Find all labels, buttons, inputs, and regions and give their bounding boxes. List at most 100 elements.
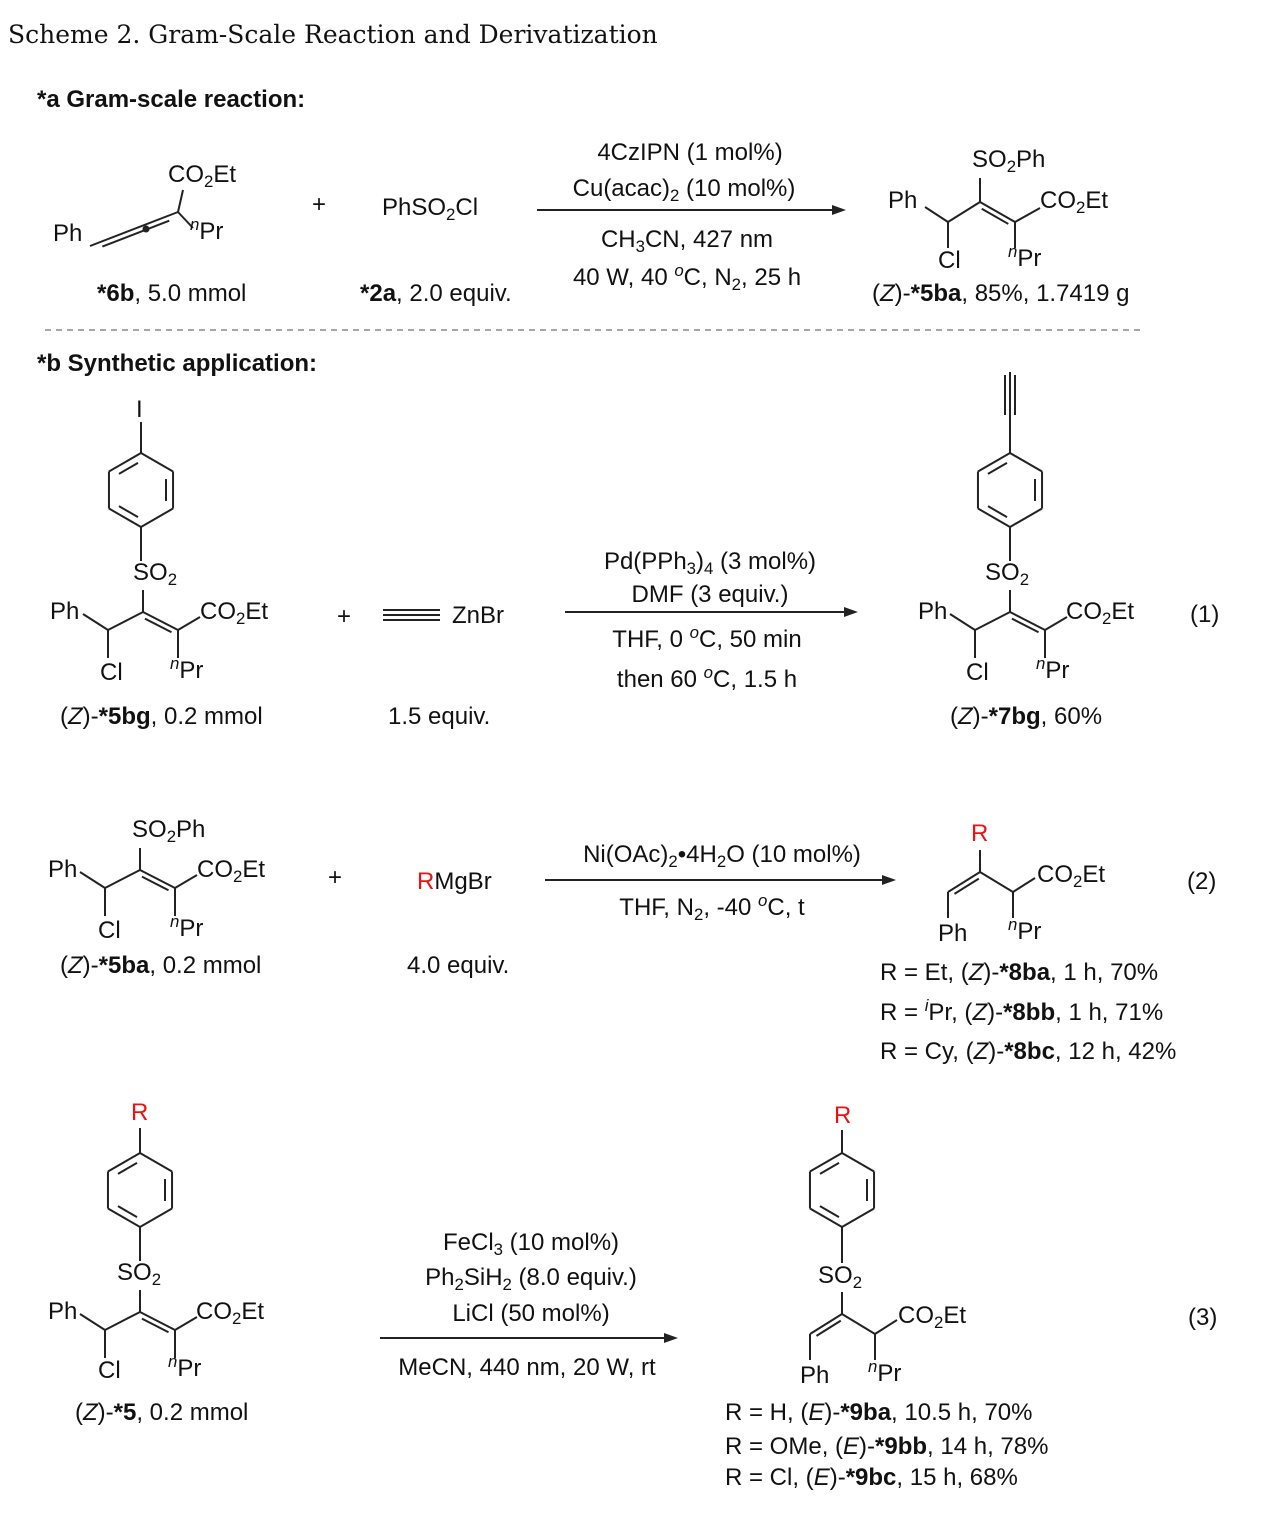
compound-number: *a Gram-scale reaction: [37,86,306,113]
bond [841,1313,876,1335]
compound-number: *5 [113,1399,137,1426]
group-ph: Ph [53,220,83,247]
bond [79,1313,106,1331]
condition: Cu(acac)2 (10 mol%) [572,175,796,206]
reagent-grignard: RMgBr [417,868,492,895]
allene-center-dot [142,225,150,233]
benzene-ring-bond [117,1162,138,1175]
group-ph: Ph [800,1362,830,1389]
allene-bond [89,211,179,247]
benzene-ring-bond [118,462,139,475]
reagent-alkynylzinc: ZnBr [452,602,505,629]
benzene-ring-bond [107,1152,141,1173]
group-co2et: CO2Et [200,598,269,629]
arrow-head [882,875,896,885]
group-npr: nPr [868,1356,902,1387]
compound-number: *9bb [875,1433,928,1460]
reactant-label-6b: *6b, 5.0 mmol [97,280,247,307]
equation-number: (2) [1187,868,1217,895]
bond [953,877,980,895]
bond [174,1316,198,1331]
result-line: R = Cy, (Z)-*8bc, 12 h, 42% [880,1038,1177,1065]
group-cl: Cl [98,1357,121,1384]
benzene-ring-bond [977,452,1011,473]
bond [177,189,184,213]
bond [82,613,109,631]
benzene-ring-bond [140,452,174,473]
condition: then 60 oC, 1.5 h [616,662,798,693]
bond [924,206,949,223]
group-npr: nPr [1036,653,1070,684]
bond [174,874,198,889]
bond [104,869,141,889]
benzene-ring-bond [108,452,142,473]
group-so2ph: SO2Ph [972,146,1046,177]
benzene-ring-bond [139,1207,173,1228]
bond [974,611,1011,631]
group-r: R [971,820,989,847]
condition: Pd(PPh3)4 (3 mol%) [603,548,817,579]
benzene-ring-bond [139,1152,173,1173]
group-co2et: CO2Et [196,1298,265,1329]
group-npr: nPr [168,1351,202,1382]
group-co2et: CO2Et [1066,598,1135,629]
benzene-ring-bond [841,1152,875,1173]
bond [1044,616,1068,631]
group-r: R [834,1102,852,1129]
compound-number: *9bc [845,1464,897,1491]
compound-number: *8bc [1004,1038,1055,1065]
bond [1014,207,1041,223]
benzene-ring-bond [809,1207,843,1228]
condition: FeCl3 (10 mol%) [442,1229,620,1260]
bond [139,869,176,889]
bond [979,871,1014,893]
group-npr: nPr [170,653,204,684]
bond [1009,611,1046,631]
bond [144,617,172,634]
compound-number: *b Synthetic application: [37,350,318,377]
section-a-heading: *a Gram-scale reaction: [37,88,305,112]
benzene-ring-bond [819,1162,840,1175]
group-npr: nPr [170,911,204,942]
group-so2: SO2 [133,559,178,590]
bond [141,1317,169,1334]
group-co2et: CO2Et [898,1302,967,1333]
compound-number: *2a [360,280,397,307]
group-so2: SO2 [117,1259,162,1290]
plus-sign: + [312,191,327,218]
bond [139,1311,176,1331]
compound-number: *8bb [1003,999,1056,1026]
group-npr: nPr [190,214,224,245]
result-line: R = Et, (Z)-*8ba, 1 h, 70% [880,959,1159,986]
bond [1012,877,1036,893]
plus-sign: + [337,603,352,630]
group-so2ph: SO2Ph [132,816,206,847]
plus-sign: + [328,864,343,891]
bond [815,1319,842,1337]
group-ph: Ph [918,598,948,625]
bond [177,616,201,631]
compound-number: *5bg [98,703,151,730]
compound-number: *9ba [840,1399,892,1426]
benzene-ring-bond [140,507,174,528]
compound-number: *8ba [999,959,1051,986]
bond [947,201,981,223]
benzene-ring-bond [841,1207,875,1228]
reagent-phso2cl: PhSO2Cl [382,194,479,225]
result-line: R = iPr, (Z)-*8bb, 1 h, 71% [880,995,1164,1026]
bond [947,871,981,893]
condition: Ph2SiH2 (8.0 equiv.) [425,1264,637,1295]
reagent-equiv: 1.5 equiv. [388,703,491,730]
group-npr: nPr [1008,914,1042,945]
benzene-ring-bond [977,507,1011,528]
benzene-ring-bond [107,1207,141,1228]
benzene-ring-bond [987,462,1008,475]
group-npr: nPr [1008,241,1042,272]
group-ph: Ph [888,187,918,214]
reactant-label-5bg: (Z)-*5bg, 0.2 mmol [60,703,263,730]
condition: CH3CN, 427 nm [600,226,774,257]
benzene-ring-bond [117,1205,138,1218]
bond [949,613,976,631]
